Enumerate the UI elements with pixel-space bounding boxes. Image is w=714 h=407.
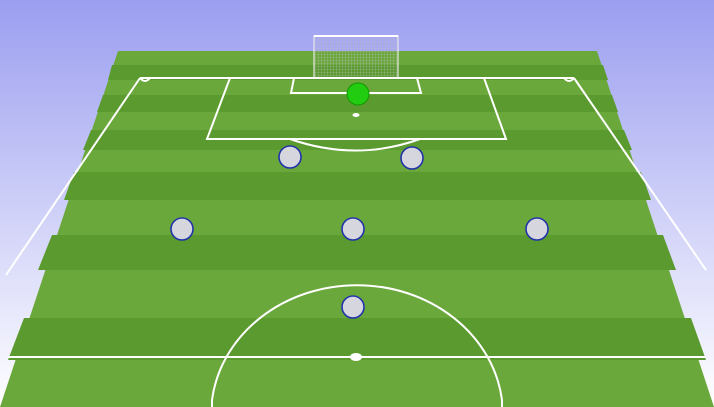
player-marker[interactable]: [342, 296, 364, 318]
player-marker[interactable]: [342, 218, 364, 240]
goalkeeper-marker[interactable]: [347, 83, 369, 105]
penalty-spot: [353, 113, 360, 117]
center-spot: [350, 353, 362, 361]
goal: [314, 36, 398, 78]
player-marker[interactable]: [401, 147, 423, 169]
player-marker[interactable]: [171, 218, 193, 240]
goal-net: [314, 36, 398, 78]
player-marker[interactable]: [279, 146, 301, 168]
player-marker[interactable]: [526, 218, 548, 240]
